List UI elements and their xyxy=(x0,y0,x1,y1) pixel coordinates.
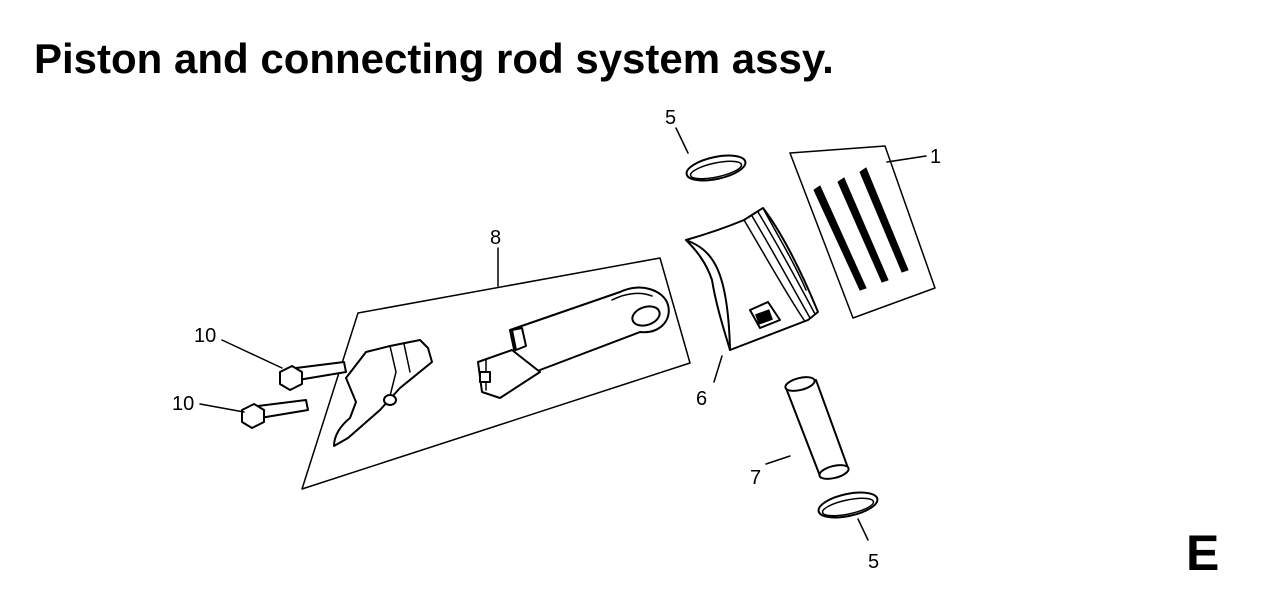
piston-part: 6 xyxy=(685,207,819,410)
page-title: Piston and connecting rod system assy. xyxy=(34,35,834,82)
leader-line-10-lower xyxy=(199,403,245,413)
circlip-top-part: 5 xyxy=(665,107,747,182)
callout-label: 7 xyxy=(750,467,761,489)
piston-pin-part: 7 xyxy=(750,376,850,489)
leader-line-5-top xyxy=(675,127,689,154)
leader-line-1 xyxy=(886,155,927,163)
bolt-upper-part: 10 xyxy=(194,325,347,391)
leader-line-5-bottom xyxy=(857,518,869,541)
callout-label: 5 xyxy=(868,551,879,573)
piston-ring-set-part: 1 xyxy=(789,145,941,319)
section-letter: E xyxy=(1186,525,1220,581)
circlip-bottom-part: 5 xyxy=(817,491,879,573)
callout-label: 8 xyxy=(490,227,501,249)
connecting-rod-part: 8 xyxy=(301,227,691,490)
callout-label: 10 xyxy=(194,325,216,347)
callout-label: 5 xyxy=(665,107,676,129)
callout-label: 10 xyxy=(172,393,194,415)
leader-line-7 xyxy=(765,455,791,465)
callout-label: 6 xyxy=(696,388,707,410)
callout-label: 1 xyxy=(930,146,941,168)
leader-line-10-upper xyxy=(221,339,283,369)
leader-line-6 xyxy=(713,355,723,383)
bolt-lower-part: 10 xyxy=(172,393,309,429)
